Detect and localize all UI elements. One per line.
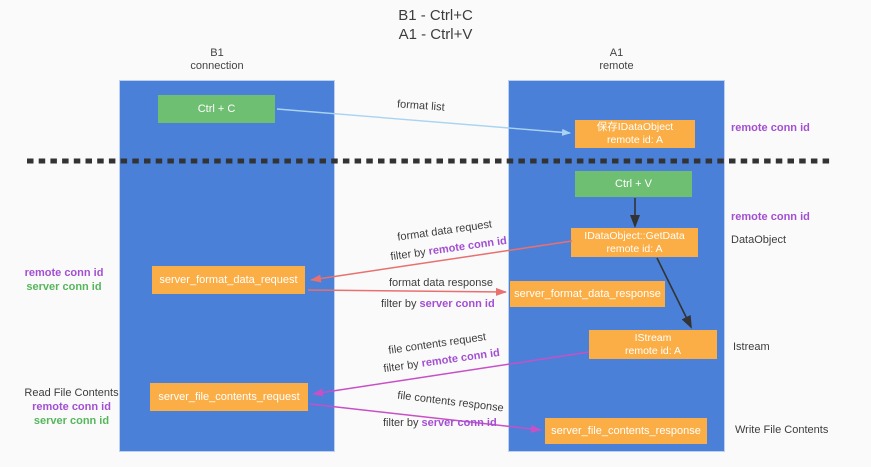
side-write-file-contents: Write File Contents xyxy=(735,424,829,436)
node-save-idataobject-line2: remote id: A xyxy=(606,134,664,146)
node-idataobject-getdata: IDataObject::GetData remote id: A xyxy=(571,228,698,257)
filter-by-text: filter by xyxy=(382,358,420,376)
side-remote-conn-id-left1: remote conn id xyxy=(24,267,104,279)
node-server-file-contents-response: server_file_contents_response xyxy=(545,418,707,444)
lane-b1-title: B1 xyxy=(210,47,224,59)
node-ctrl-c: Ctrl + C xyxy=(158,95,275,123)
side-server-conn-id-left1: server conn id xyxy=(26,281,102,293)
filter-by-text: filter by xyxy=(389,246,427,264)
node-getdata-line2: remote id: A xyxy=(606,242,663,255)
node-save-idataobject: 保存IDataObject remote id: A xyxy=(575,120,695,148)
node-server-format-data-request: server_format_data_request xyxy=(152,266,305,294)
side-remote-conn-id-mid: remote conn id xyxy=(731,211,810,223)
lane-b1-subtitle: connection xyxy=(190,60,244,72)
label-file-contents-response: file contents response xyxy=(397,390,505,415)
title-line-2: A1 - Ctrl+V xyxy=(398,26,473,43)
label-format-data-response: format data response xyxy=(389,277,493,289)
node-ctrl-v-label: Ctrl + V xyxy=(615,178,652,190)
lane-header-a1: A1 remote xyxy=(508,47,725,73)
node-istream-line1: IStream xyxy=(634,331,672,344)
side-read-file-contents-group: Read File Contents remote conn id server… xyxy=(20,386,123,428)
remote-conn-id-text: remote conn id xyxy=(427,234,508,258)
node-format-response-label: server_format_data_response xyxy=(514,288,661,300)
side-conn-ids-upper: remote conn id server conn id xyxy=(14,266,114,294)
side-read-file-contents: Read File Contents xyxy=(24,387,119,399)
node-ctrl-c-label: Ctrl + C xyxy=(197,103,236,115)
node-file-response-label: server_file_contents_response xyxy=(551,425,701,437)
node-file-request-label: server_file_contents_request xyxy=(158,391,300,403)
filter-by-text: filter by xyxy=(381,298,417,310)
node-istream: IStream remote id: A xyxy=(589,330,717,359)
label-file-contents-response-text: file contents response xyxy=(396,389,505,415)
node-format-request-label: server_format_data_request xyxy=(159,274,298,286)
side-remote-conn-id-left2: remote conn id xyxy=(32,401,111,413)
label-format-data-response-text: format data response xyxy=(389,277,493,289)
node-ctrl-v: Ctrl + V xyxy=(575,171,692,197)
server-conn-id-text: server conn id xyxy=(421,417,497,429)
node-save-idataobject-line1: 保存IDataObject xyxy=(596,121,674,133)
diagram-title: B1 - Ctrl+C A1 - Ctrl+V xyxy=(0,6,871,44)
side-remote-conn-id-top: remote conn id xyxy=(731,122,810,134)
label-format-list-text: format list xyxy=(396,98,446,114)
filter-by-text: filter by xyxy=(383,417,419,429)
node-istream-line2: remote id: A xyxy=(624,344,682,357)
lane-header-b1: B1 connection xyxy=(119,47,315,73)
lane-a1-subtitle: remote xyxy=(599,60,634,72)
arrow-format-data-response xyxy=(307,287,507,296)
server-conn-id-text: server conn id xyxy=(419,298,495,310)
side-istream: Istream xyxy=(733,341,770,353)
side-dataobject: DataObject xyxy=(731,234,787,246)
node-getdata-line1: IDataObject::GetData xyxy=(584,229,685,242)
label-format-list: format list xyxy=(397,98,445,113)
lane-a1-title: A1 xyxy=(609,47,624,59)
node-server-file-contents-request: server_file_contents_request xyxy=(150,383,308,411)
title-line-1: B1 - Ctrl+C xyxy=(398,7,473,24)
side-server-conn-id-left2: server conn id xyxy=(33,415,110,427)
node-server-format-data-response: server_format_data_response xyxy=(510,281,665,307)
